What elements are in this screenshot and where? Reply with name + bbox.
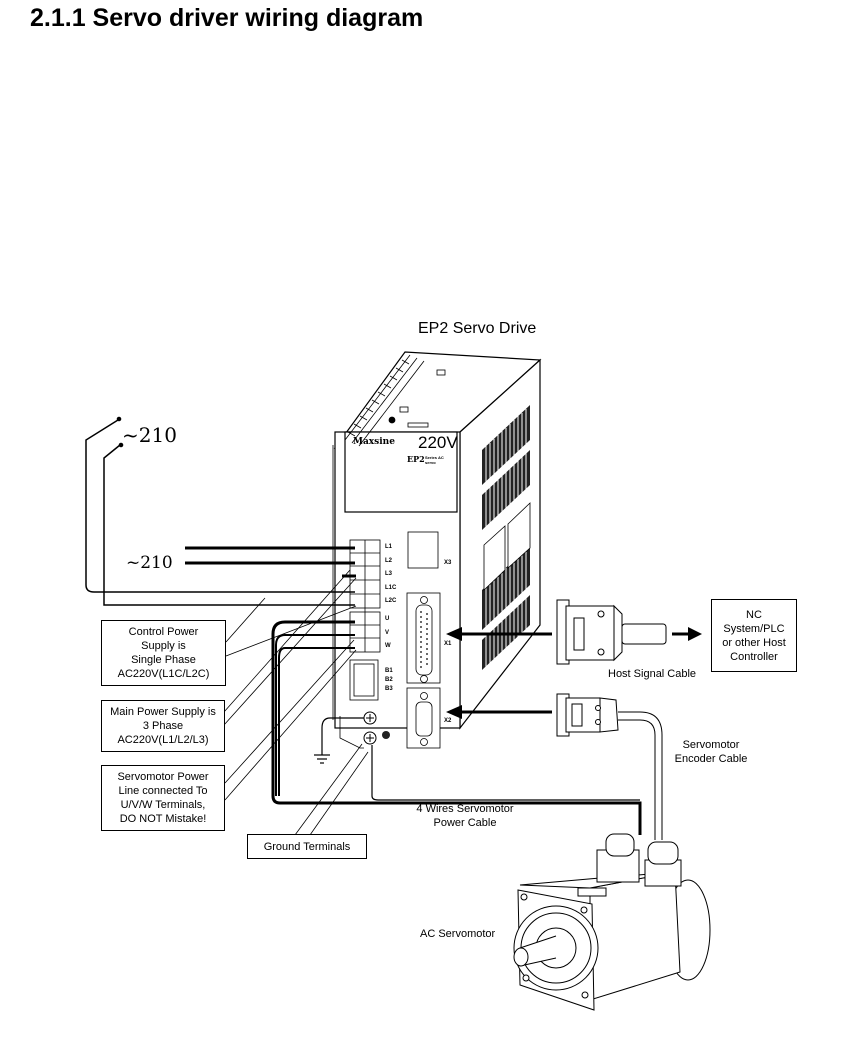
terminal-l3: L3 — [385, 571, 393, 577]
ground-symbol-icon — [382, 731, 390, 739]
drive-voltage: 220V — [418, 433, 458, 452]
host-signal-cable-label: Host Signal Cable — [608, 668, 697, 680]
port-x2-connector — [406, 687, 441, 749]
callout-main-power: Main Power Supply is 3 Phase AC220V(L1/L… — [101, 700, 225, 752]
vent-slats — [485, 409, 527, 670]
encoder-db15-plug — [556, 693, 619, 737]
wires — [85, 416, 663, 840]
terminal-b3: B3 — [385, 686, 393, 692]
port-x2-label: X2 — [444, 718, 452, 724]
encoder-cable-label: Servomotor Encoder Cable — [674, 739, 748, 765]
terminal-b1: B1 — [385, 668, 393, 674]
ac-servomotor — [513, 833, 711, 1011]
terminal-b2: B2 — [385, 677, 393, 683]
port-x3-label: X3 — [444, 560, 452, 566]
terminal-w: W — [385, 643, 391, 649]
terminal-block — [349, 539, 381, 701]
ground-screws — [363, 711, 377, 745]
top-terminal-strip — [344, 354, 446, 447]
port-x3-window — [407, 531, 439, 569]
handwritten-mid-supply: ~210 — [126, 553, 173, 573]
callout-servomotor-power: Servomotor Power Line connected To U/V/W… — [101, 765, 225, 831]
arrow-to-x2-icon — [446, 705, 462, 719]
drive-series-text: Series AC servo — [425, 455, 444, 465]
drive-title: EP2 Servo Drive — [418, 320, 537, 337]
host-controller-box: NC System/PLC or other Host Controller — [711, 599, 797, 672]
terminal-l1c: L1C — [385, 585, 397, 591]
terminal-u: U — [385, 616, 390, 622]
power-cable-label: 4 Wires Servomotor Power Cable — [416, 803, 514, 829]
callout-ground-terminals: Ground Terminals — [247, 834, 367, 859]
host-db25-plug — [556, 599, 667, 665]
arrow-to-host-icon — [688, 627, 702, 641]
drive-model: EP2 — [407, 454, 425, 464]
page-title: 2.1.1 Servo driver wiring diagram — [30, 4, 424, 32]
terminal-l2c: L2C — [385, 598, 397, 604]
terminal-l1: L1 — [385, 544, 393, 550]
terminal-v: V — [385, 630, 390, 636]
port-x1-connector — [406, 592, 441, 684]
handwritten-top-supply: ~210 — [122, 423, 177, 447]
callout-control-power: Control Power Supply is Single Phase AC2… — [101, 620, 226, 686]
ac-servomotor-label: AC Servomotor — [420, 928, 496, 940]
signal-arrows — [446, 627, 702, 719]
drive-brand: Maxsine — [353, 437, 395, 447]
arrow-to-x1-icon — [446, 627, 462, 641]
port-x1-pins — [420, 611, 428, 668]
terminal-l2: L2 — [385, 558, 393, 564]
port-x1-label: X1 — [444, 641, 452, 647]
